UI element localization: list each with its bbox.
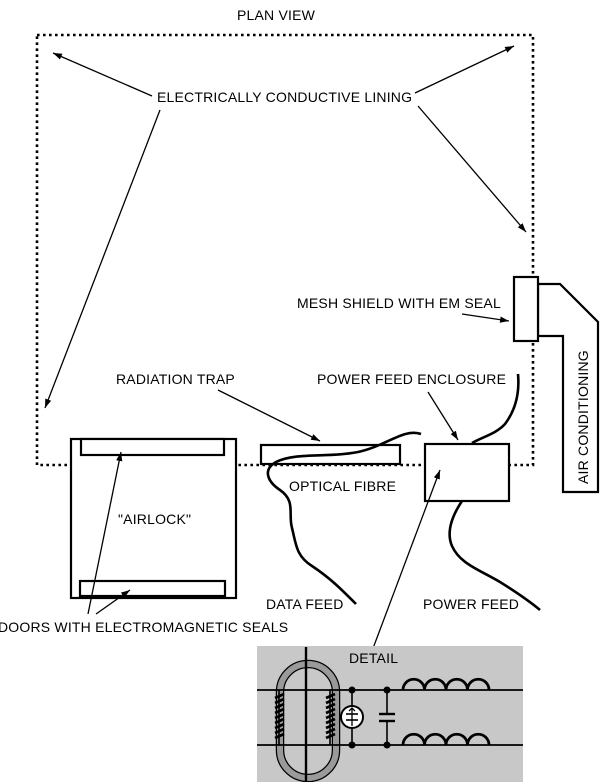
- power-feed-enclosure: [423, 442, 511, 503]
- lining-label: ELECTRICALLY CONDUCTIVE LINING: [157, 89, 412, 105]
- doors-arrow-top: [87, 451, 123, 615]
- air-conditioning-duct: [536, 282, 600, 494]
- upper-inductor: [401, 677, 491, 691]
- detail-label: DETAIL: [349, 650, 398, 666]
- lining-arrow-top-left: [52, 52, 153, 97]
- airlock: [69, 437, 238, 600]
- optical-fibre: [266, 431, 422, 605]
- power-feed-label: POWER FEED: [423, 596, 519, 612]
- mesh-shield-label: MESH SHIELD WITH EM SEAL: [297, 295, 501, 311]
- doors-label: DOORS WITH ELECTROMAGNETIC SEALS: [0, 619, 288, 635]
- lining-arrow-left: [44, 109, 161, 409]
- radiation-trap-arrow: [217, 389, 321, 442]
- power-feed-inner-cable: [471, 373, 520, 445]
- lining-arrow-top-right: [414, 45, 515, 94]
- airlock-label: "AIRLOCK": [118, 511, 191, 527]
- power-feed-enclosure-label: POWER FEED ENCLOSURE: [317, 371, 506, 387]
- power-feed-outer-cable: [448, 500, 541, 611]
- doors-arrow-bottom: [95, 589, 131, 615]
- surge-suppressor-symbol: [340, 690, 364, 745]
- detail-arrow: [371, 469, 441, 652]
- power-feed-enclosure-arrow: [427, 391, 459, 441]
- filter-detail-inset: DETAIL: [257, 646, 523, 782]
- capacitor-symbol: [379, 690, 395, 745]
- conductive-lining-boundary: [35, 33, 535, 467]
- left-winding-coil: [274, 690, 285, 745]
- mesh-shield-arrow: [461, 313, 510, 323]
- airlock-door-top: [79, 437, 226, 457]
- airlock-door-bottom: [78, 579, 227, 598]
- radiation-trap-label: RADIATION TRAP: [116, 371, 235, 387]
- air-conditioning-label: AIR CONDITIONING: [575, 350, 591, 484]
- plan-view-title: PLAN VIEW: [237, 7, 316, 23]
- mesh-shield: [512, 275, 540, 343]
- lower-inductor: [401, 732, 491, 746]
- right-winding-coil: [325, 690, 336, 745]
- optical-fibre-label: OPTICAL FIBRE: [289, 478, 396, 494]
- data-feed-label: DATA FEED: [266, 596, 344, 612]
- lining-arrow-right: [417, 105, 527, 233]
